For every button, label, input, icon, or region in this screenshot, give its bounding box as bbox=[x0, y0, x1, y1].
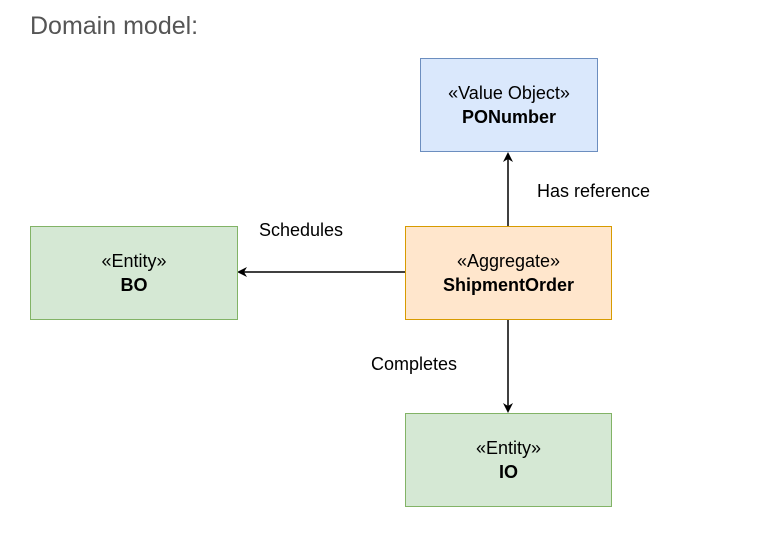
node-ponumber[interactable]: «Value Object» PONumber bbox=[420, 58, 598, 152]
node-ponumber-name: PONumber bbox=[461, 107, 557, 127]
page-heading: Domain model: bbox=[30, 12, 199, 40]
edge-label-completes: Completes bbox=[371, 354, 458, 374]
node-shipment-order[interactable]: «Aggregate» ShipmentOrder bbox=[405, 226, 612, 320]
node-io[interactable]: «Entity» IO bbox=[405, 413, 612, 507]
node-bo[interactable]: «Entity» BO bbox=[30, 226, 238, 320]
node-ponumber-stereotype: «Value Object» bbox=[448, 83, 570, 103]
edge-label-schedules: Schedules bbox=[259, 220, 344, 240]
node-io-stereotype: «Entity» bbox=[475, 438, 542, 458]
edge-label-has-reference: Has reference bbox=[537, 181, 651, 201]
node-shipment-order-stereotype: «Aggregate» bbox=[456, 251, 561, 271]
node-bo-name: BO bbox=[120, 275, 148, 295]
node-bo-stereotype: «Entity» bbox=[101, 251, 167, 271]
node-shipment-order-name: ShipmentOrder bbox=[442, 275, 575, 295]
node-io-name: IO bbox=[498, 462, 518, 482]
